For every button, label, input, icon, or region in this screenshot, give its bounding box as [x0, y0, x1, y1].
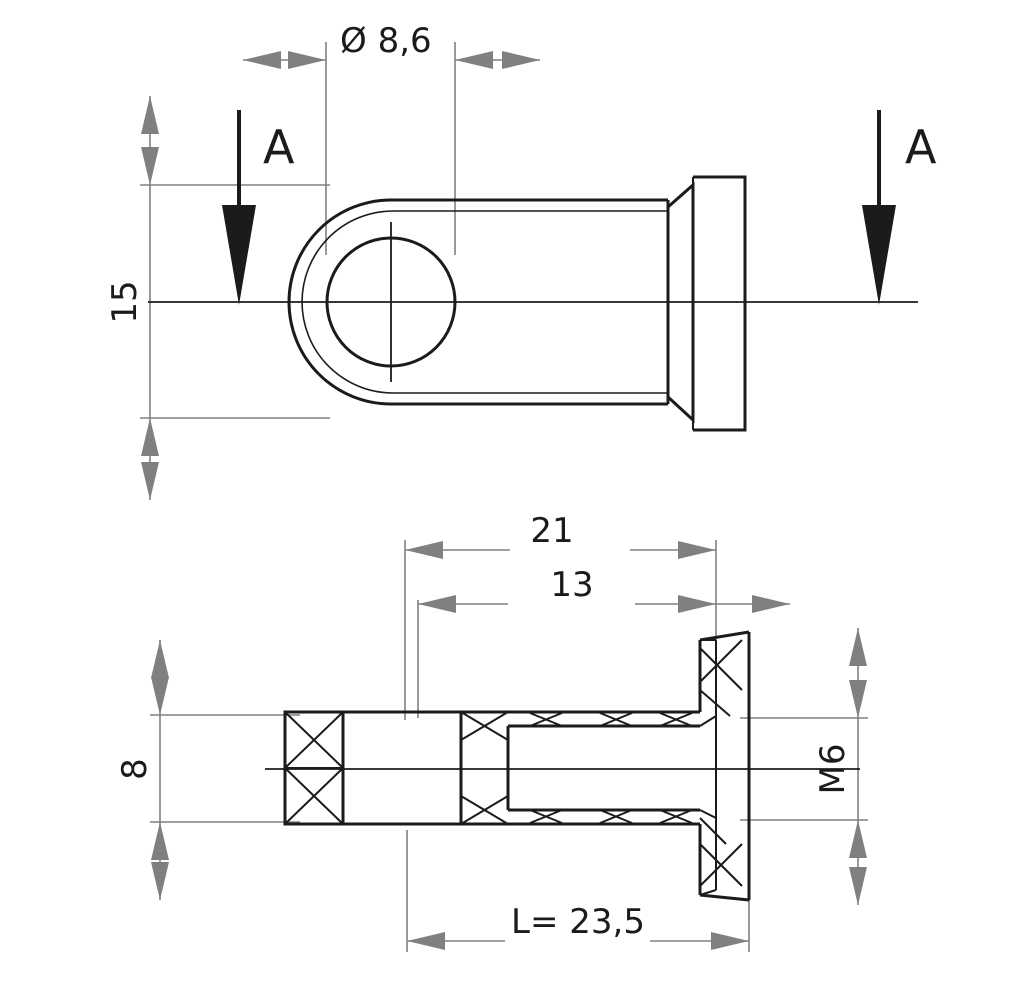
- top-view-outline: [287, 175, 747, 432]
- top-view-extension-lines: [140, 42, 540, 500]
- section-arrow-right: [862, 110, 896, 305]
- top-view-inner-contour: [301, 210, 668, 394]
- diameter-dimension-arrows: [243, 51, 540, 69]
- sleeve-body-outline: [459, 630, 751, 902]
- top-view-geometry: [140, 42, 918, 500]
- section-arrow-left: [222, 110, 256, 305]
- section-letter-right: A: [905, 120, 937, 174]
- dim-bore-diameter: Ø 8,6: [340, 21, 432, 61]
- dim-length-arrows: [407, 932, 749, 950]
- sleeve-hatching: [460, 639, 743, 887]
- dim-8-arrows: [151, 640, 169, 900]
- dim-height-15: 15: [105, 280, 145, 323]
- dim-21-arrows: [405, 541, 716, 559]
- dim-13: 13: [550, 565, 593, 605]
- section-letter-left: A: [263, 120, 295, 174]
- section-view-geometry: [150, 540, 868, 952]
- height-dimension-arrows: [141, 96, 159, 500]
- dim-8: 8: [115, 758, 155, 780]
- bore-circle: [325, 236, 457, 368]
- dim-21: 21: [530, 511, 573, 551]
- dim-m6: M6: [813, 744, 853, 795]
- dim-m6-arrows: [849, 628, 867, 905]
- left-boss-hatching: [284, 711, 344, 825]
- dim-13-arrows: [418, 595, 790, 613]
- dim-total-length: L= 23,5: [511, 902, 645, 942]
